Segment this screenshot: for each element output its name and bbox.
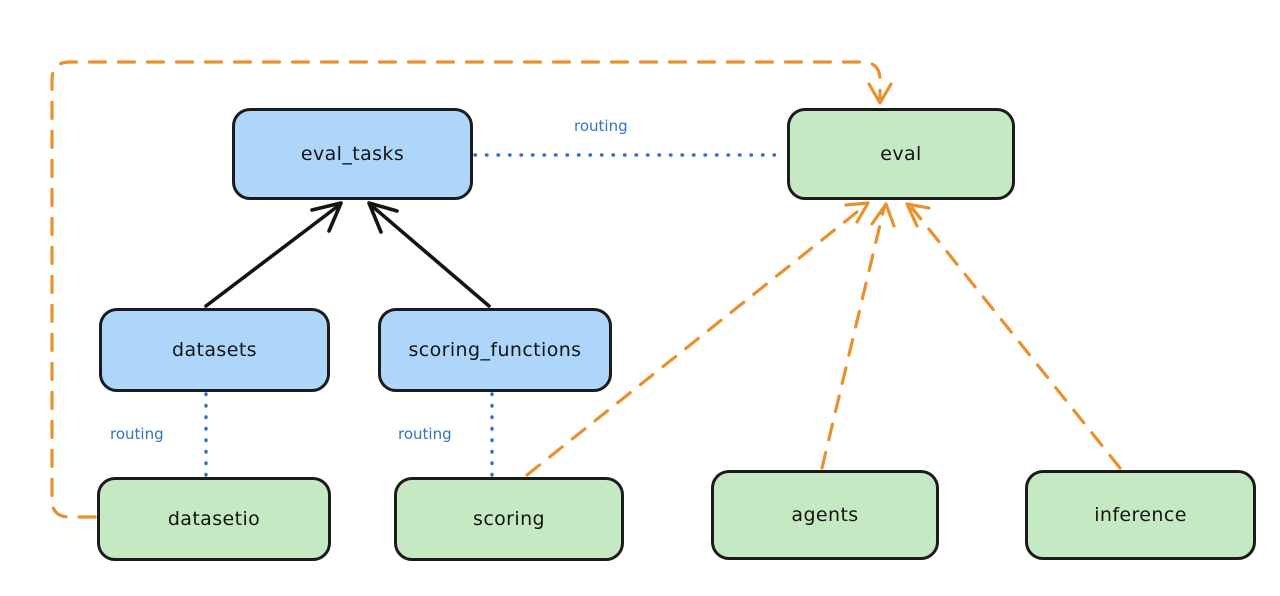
- node-datasetio[interactable]: datasetio: [97, 477, 331, 561]
- edge-datasets-to-eval-tasks: [204, 201, 343, 308]
- node-eval[interactable]: eval: [787, 108, 1015, 200]
- node-label-datasetio: datasetio: [167, 508, 261, 530]
- edge-label-routing-scoring: routing: [398, 425, 452, 443]
- edge-scoring-functions-to-eval-tasks: [367, 201, 491, 308]
- arrowhead: [867, 82, 893, 105]
- edge-label-routing-eval: routing: [574, 117, 628, 135]
- edge-agents-to-eval: [820, 202, 896, 470]
- node-scoring-functions[interactable]: scoring_functions: [378, 308, 612, 392]
- edge-label-routing-datasetio: routing: [110, 425, 164, 443]
- edge-path: [204, 204, 340, 308]
- node-label-inference: inference: [1094, 504, 1187, 526]
- edge-path: [370, 204, 491, 308]
- node-label-agents: agents: [791, 504, 859, 526]
- arrowhead: [367, 201, 399, 234]
- node-scoring[interactable]: scoring: [394, 477, 624, 561]
- node-datasets[interactable]: datasets: [99, 308, 330, 392]
- arrowhead: [310, 201, 343, 233]
- node-agents[interactable]: agents: [711, 470, 939, 560]
- node-label-scoring-functions: scoring_functions: [408, 339, 582, 361]
- arrowhead: [870, 202, 896, 228]
- node-eval-tasks[interactable]: eval_tasks: [232, 108, 473, 200]
- node-label-scoring: scoring: [473, 508, 545, 530]
- node-label-eval: eval: [880, 143, 922, 165]
- node-label-datasets: datasets: [172, 339, 257, 361]
- edge-path: [910, 206, 1122, 470]
- edge-inference-to-eval: [905, 202, 1122, 470]
- edge-path: [820, 206, 886, 470]
- node-label-eval-tasks: eval_tasks: [300, 143, 405, 165]
- node-inference[interactable]: inference: [1025, 470, 1256, 560]
- arrowhead: [905, 202, 931, 228]
- arrowhead: [844, 201, 870, 224]
